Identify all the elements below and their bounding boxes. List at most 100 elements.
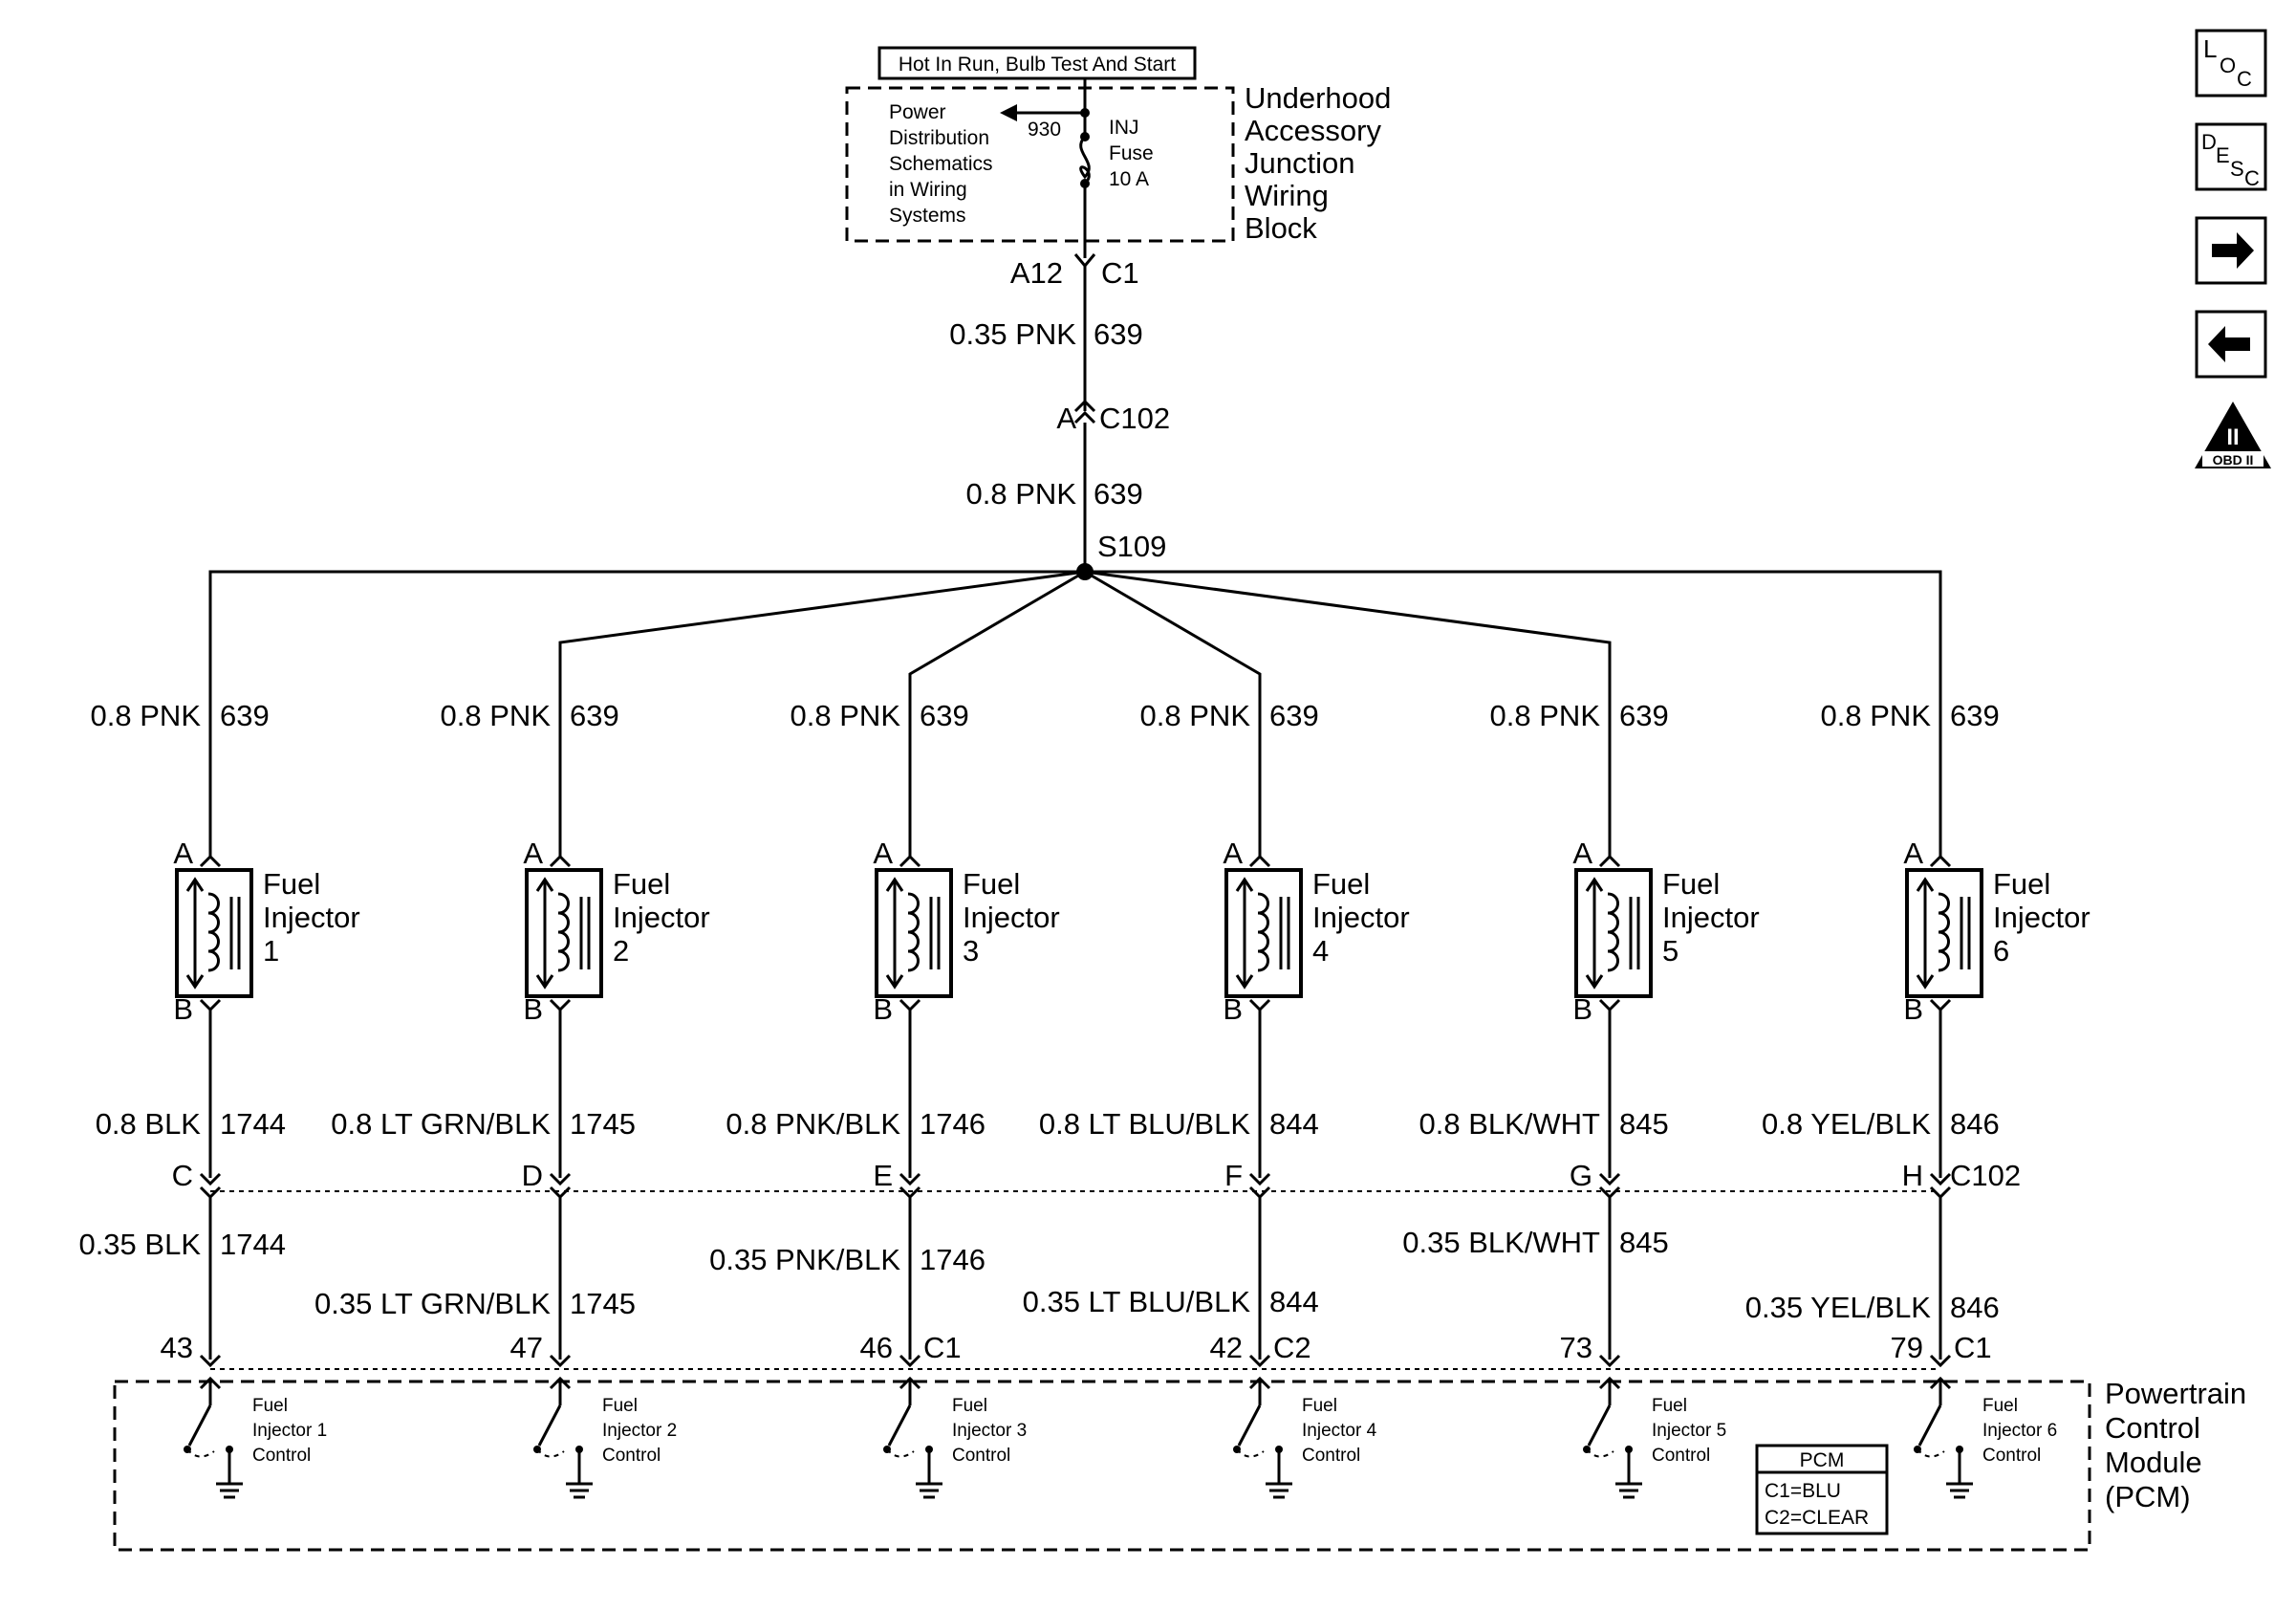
- pcm-wire-label: 0.35 LT BLU/BLK: [1023, 1285, 1251, 1318]
- pin-a-connector: [549, 854, 572, 868]
- driver-contact: [575, 1446, 583, 1453]
- branch-feed-circuit-label: 639: [1269, 699, 1319, 732]
- injector-coil: [907, 892, 920, 972]
- pcm-wire-label: 0.35 BLK: [78, 1228, 201, 1261]
- feed-branch-wire: [1085, 570, 1942, 857]
- injector-name-line: Injector: [1993, 901, 2090, 934]
- injector-arrows: [885, 877, 904, 990]
- pcm-pin-label: 43: [161, 1331, 193, 1364]
- output-wire-label: 0.8 BLK: [96, 1107, 202, 1141]
- ground-icon: [1615, 1482, 1642, 1499]
- location-button[interactable]: L O C: [2195, 29, 2267, 98]
- nav-icons: L O C D E S C II OBD II: [2195, 29, 2271, 468]
- block-name-line: Block: [1245, 211, 1317, 245]
- pcm-pin-label: 46: [860, 1331, 893, 1364]
- pin-b-label: B: [1572, 992, 1592, 1026]
- pcm-pin-label: 47: [510, 1331, 543, 1364]
- driver-label-line: Fuel: [1652, 1396, 1687, 1416]
- driver-switch-icon: [887, 1404, 912, 1447]
- c102-row-label: C102: [1950, 1159, 2021, 1192]
- injector-coil: [207, 892, 220, 972]
- pin-b-connector: [1248, 998, 1271, 1012]
- junction-block-outline: [845, 86, 1235, 243]
- forward-button[interactable]: [2195, 216, 2267, 285]
- obd-label-box: [2202, 451, 2264, 467]
- pin-b-connector: [549, 998, 572, 1012]
- output-wire-label: 0.8 YEL/BLK: [1762, 1107, 1931, 1141]
- pcm-circuit-label: 844: [1269, 1285, 1319, 1318]
- injector-name-line: Injector: [963, 901, 1060, 934]
- driver-label-line: Fuel: [252, 1396, 288, 1416]
- pcm-pin-connector: [199, 1354, 222, 1368]
- pin-a-connector: [1248, 854, 1271, 868]
- pcm-pin-connector: [549, 1354, 572, 1368]
- inline-connector-symbol: [1073, 399, 1096, 424]
- pcm-wire-label: 0.35 YEL/BLK: [1745, 1291, 1932, 1324]
- splice-label: S109: [1097, 530, 1166, 563]
- driver-label-line: Fuel: [952, 1396, 987, 1416]
- ground-icon: [916, 1482, 942, 1499]
- driver-label-line: Injector 6: [1982, 1421, 2057, 1441]
- obd-ii-button[interactable]: II OBD II: [2195, 402, 2271, 468]
- pin-a-connector: [1598, 854, 1621, 868]
- block-name-line: Underhood: [1245, 81, 1391, 115]
- driver-switch-icon: [1587, 1404, 1612, 1447]
- pin-b-connector: [1598, 998, 1621, 1012]
- driver-control-link: [1586, 1448, 1614, 1458]
- injector-name-line: Fuel: [613, 867, 670, 901]
- block-name-line: Junction: [1245, 146, 1354, 180]
- driver-control-link: [886, 1448, 915, 1458]
- driver-control-link: [1236, 1448, 1265, 1458]
- pcm-name-line: Powertrain: [2105, 1377, 2246, 1410]
- ground-icon: [566, 1482, 593, 1499]
- driver-label-line: Fuel: [1982, 1396, 2018, 1416]
- injector-name-line: 5: [1662, 934, 1679, 968]
- obd-mark: II: [2226, 424, 2239, 450]
- pdist-arrow-icon: [1000, 104, 1017, 121]
- injector-name-line: 1: [263, 934, 279, 968]
- pcm-connector-label: C2: [1273, 1331, 1311, 1364]
- back-button[interactable]: [2195, 310, 2267, 379]
- driver-label-line: Control: [1302, 1446, 1360, 1466]
- block-name-line: Accessory: [1245, 114, 1381, 147]
- description-button[interactable]: D E S C: [2195, 122, 2267, 191]
- block-name-line: Wiring: [1245, 179, 1329, 212]
- pcm-pin-connector: [1929, 1354, 1952, 1368]
- feed-branch-wire: [1084, 570, 1262, 857]
- pdist-note-line: Schematics: [889, 153, 993, 175]
- driver-label-line: Fuel: [1302, 1396, 1337, 1416]
- driver-switch-icon: [1237, 1404, 1262, 1447]
- branch-feed-circuit-label: 639: [920, 699, 969, 732]
- location-icon: [2195, 29, 2267, 98]
- driver-switch-icon: [187, 1404, 212, 1447]
- pin-a-connector: [1929, 854, 1952, 868]
- injector-name-line: Fuel: [1993, 867, 2050, 901]
- injector-name-line: Fuel: [1662, 867, 1720, 901]
- pdist-note-line: in Wiring: [889, 179, 967, 201]
- pcm-pin-label: 79: [1891, 1331, 1923, 1364]
- branch-feed-circuit-label: 639: [1619, 699, 1669, 732]
- branch-feed-wire-label: 0.8 PNK: [791, 699, 901, 732]
- driver-control-link: [536, 1448, 565, 1458]
- pcm-name-line: Control: [2105, 1411, 2200, 1445]
- pcm-connector-label: C1: [923, 1331, 962, 1364]
- pin-b-label: B: [1903, 992, 1923, 1026]
- injector-name-line: Injector: [263, 901, 360, 934]
- pcm-pin-connector: [1598, 1354, 1621, 1368]
- desc-letter: S: [2230, 157, 2244, 181]
- c102-pin-label: E: [873, 1159, 893, 1192]
- pin-a-label: A: [873, 837, 893, 870]
- pcm-circuit-label: 1744: [220, 1228, 286, 1261]
- pin-b-label: B: [1223, 992, 1243, 1026]
- supply-label-box: [877, 46, 1197, 80]
- legend-title: PCM: [1800, 1449, 1845, 1471]
- connector-label: C1: [1101, 256, 1139, 290]
- pcm-pin-label: 73: [1560, 1331, 1592, 1364]
- driver-control-link: [186, 1448, 215, 1458]
- injector-name-line: Fuel: [963, 867, 1020, 901]
- feed-circuit: 0.35 PNK 639 A C102 0.8 PNK 639 S109: [949, 266, 1170, 580]
